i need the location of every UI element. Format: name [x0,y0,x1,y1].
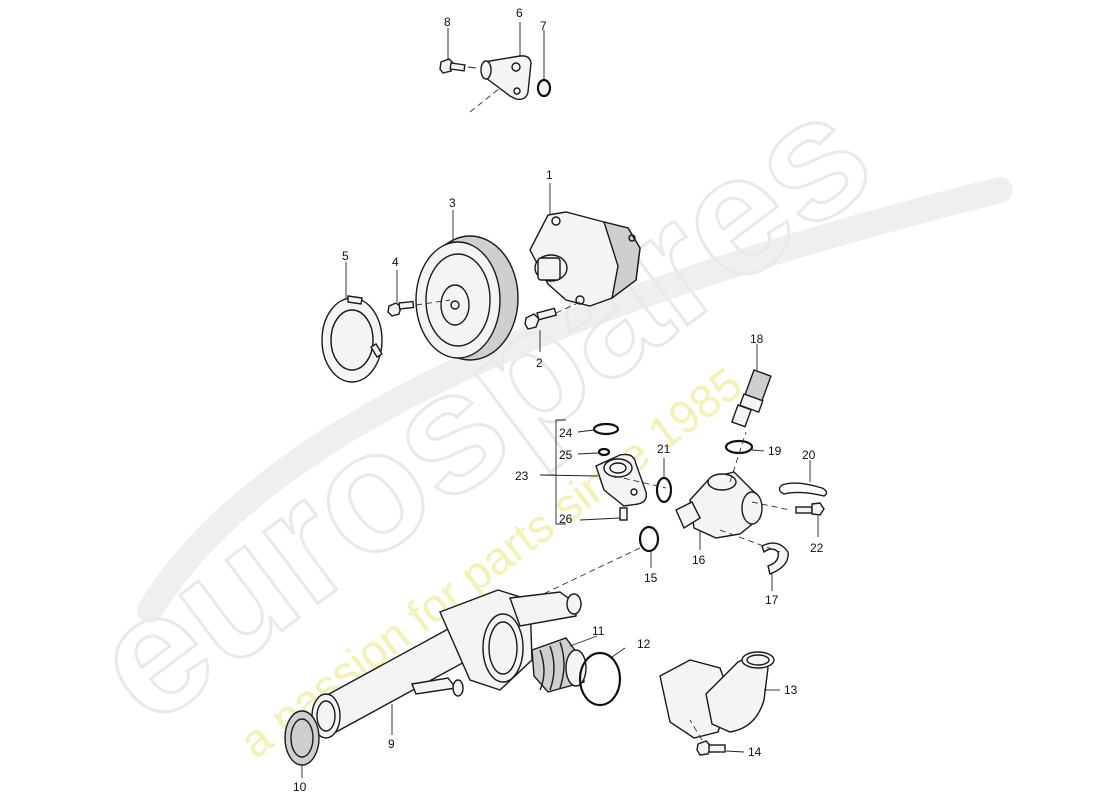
part-21-o-ring [655,476,673,504]
part-20-spring-clip [778,482,828,497]
callout-19: 19 [768,444,782,458]
part-3-pulley [415,235,519,361]
part-17-retaining-clip [761,542,789,575]
callout-14: 14 [748,745,762,759]
callout-9: 9 [388,737,395,751]
callout-3: 3 [449,196,456,210]
part-5-seal [321,295,383,383]
callout-7: 7 [540,19,547,33]
watermark-swoosh [137,177,1013,623]
callout-labels: 1 2 3 4 5 6 7 8 9 10 11 12 13 14 15 16 1… [293,6,824,794]
callout-18: 18 [750,332,764,346]
part-13-coolant-elbow [659,651,775,739]
callout-20: 20 [802,448,816,462]
callout-15: 15 [644,571,658,585]
part-9-coolant-pipe-housing [311,589,582,739]
part-7-o-ring [536,78,552,98]
callout-23: 23 [515,469,529,483]
part-10-seal-ring [284,710,320,766]
callout-5: 5 [342,249,349,263]
callout-8: 8 [444,15,451,29]
callout-6: 6 [516,6,523,20]
callout-4: 4 [392,255,399,269]
part-4-bolt [387,300,415,317]
callout-1: 1 [546,168,553,182]
callout-26: 26 [559,512,573,526]
callout-12: 12 [637,637,651,651]
callout-22: 22 [810,541,824,555]
part-26-screw [619,507,628,521]
callout-16: 16 [692,553,706,567]
part-14-bolt [696,740,726,756]
part-1-water-pump [529,211,641,307]
part-2-bolt [524,307,558,330]
part-12-o-ring [578,651,622,707]
part-6-flange-pipe [480,55,532,101]
part-19-o-ring [724,439,754,455]
part-22-bolt [795,502,825,516]
callout-2: 2 [536,356,543,370]
part-23-flange-housing [595,453,648,507]
part-8-bolt [439,58,466,74]
part-11-thermostat [531,637,587,693]
part-24-o-ring [592,422,620,436]
callout-10: 10 [293,780,307,794]
callout-21: 21 [657,442,671,456]
part-16-coolant-connector [675,471,763,539]
part-18-temperature-sensor [730,369,772,428]
callout-11: 11 [592,624,605,638]
part-15-o-ring [638,525,660,553]
callout-13: 13 [784,683,798,697]
callout-17: 17 [765,593,779,607]
callout-24: 24 [559,426,573,440]
part-25-o-ring [597,447,611,457]
callout-25: 25 [559,448,573,462]
